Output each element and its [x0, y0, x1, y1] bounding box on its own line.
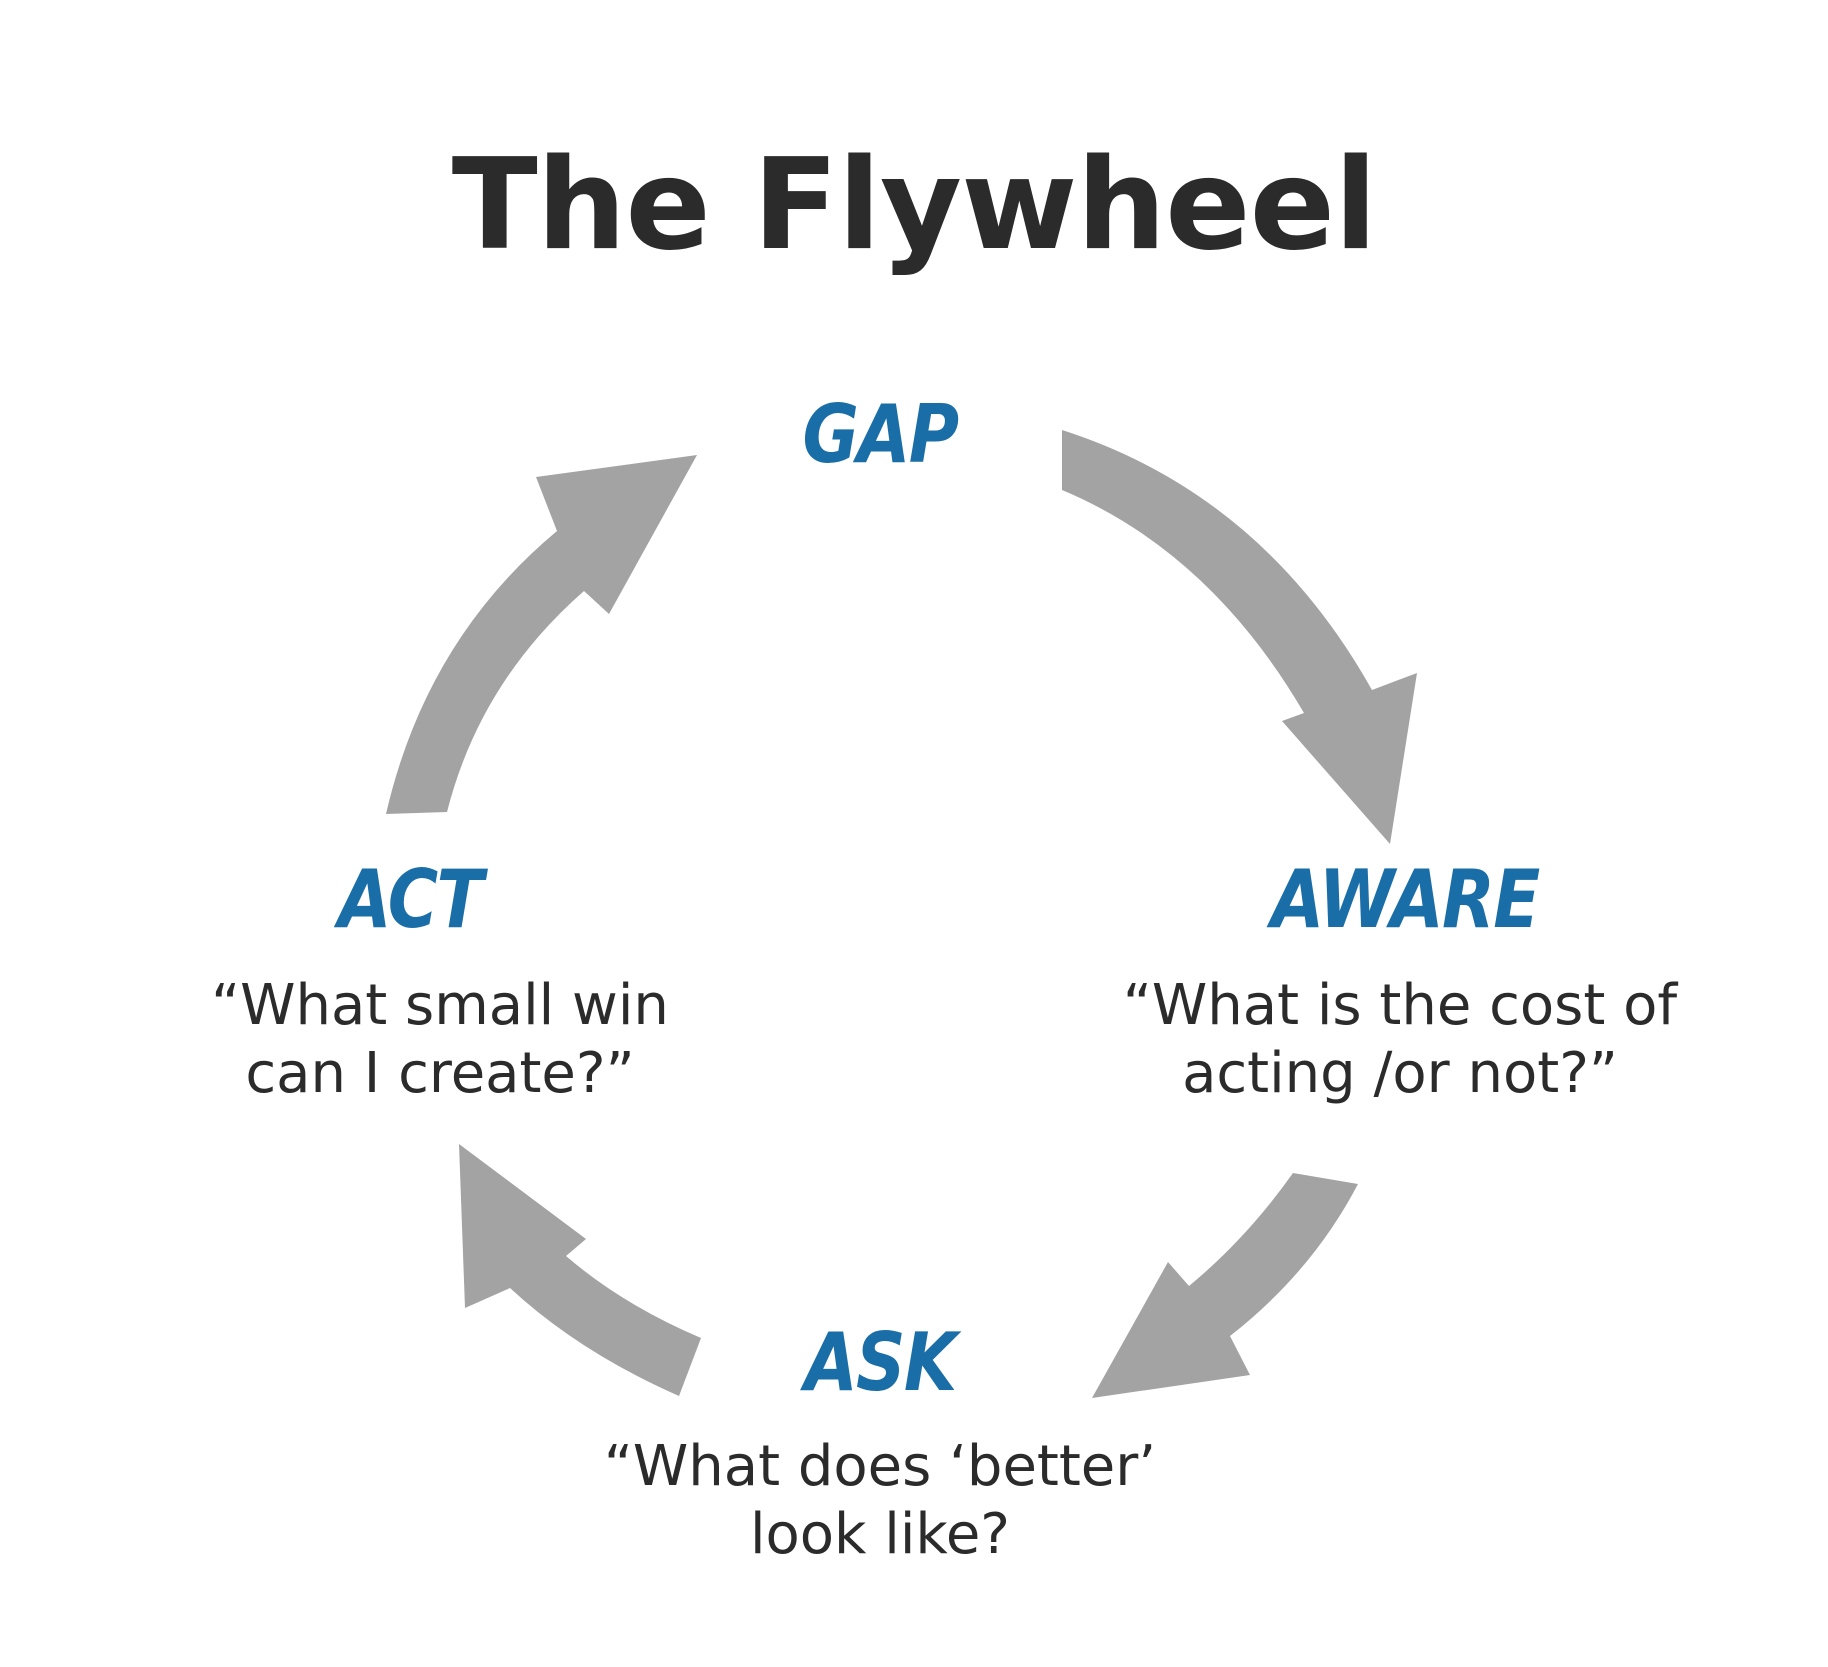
arrow-aware-to-ask: [1092, 1173, 1358, 1398]
question-ask: “What does ‘better’ look like?: [603, 1434, 1157, 1567]
stage-label-gap: GAP: [802, 388, 960, 481]
stage-label-ask: ASK: [804, 1316, 958, 1409]
arrow-act-to-gap: [386, 455, 697, 814]
arrow-gap-to-aware: [1062, 430, 1417, 844]
stage-label-act: ACT: [338, 853, 483, 946]
diagram-title: The Flywheel: [451, 131, 1378, 278]
stage-label-aware: AWARE: [1271, 853, 1540, 946]
question-act: “What small win can I create?”: [211, 973, 669, 1106]
question-aware: “What is the cost of acting /or not?”: [1122, 973, 1678, 1106]
arrow-ask-to-act: [459, 1144, 701, 1396]
